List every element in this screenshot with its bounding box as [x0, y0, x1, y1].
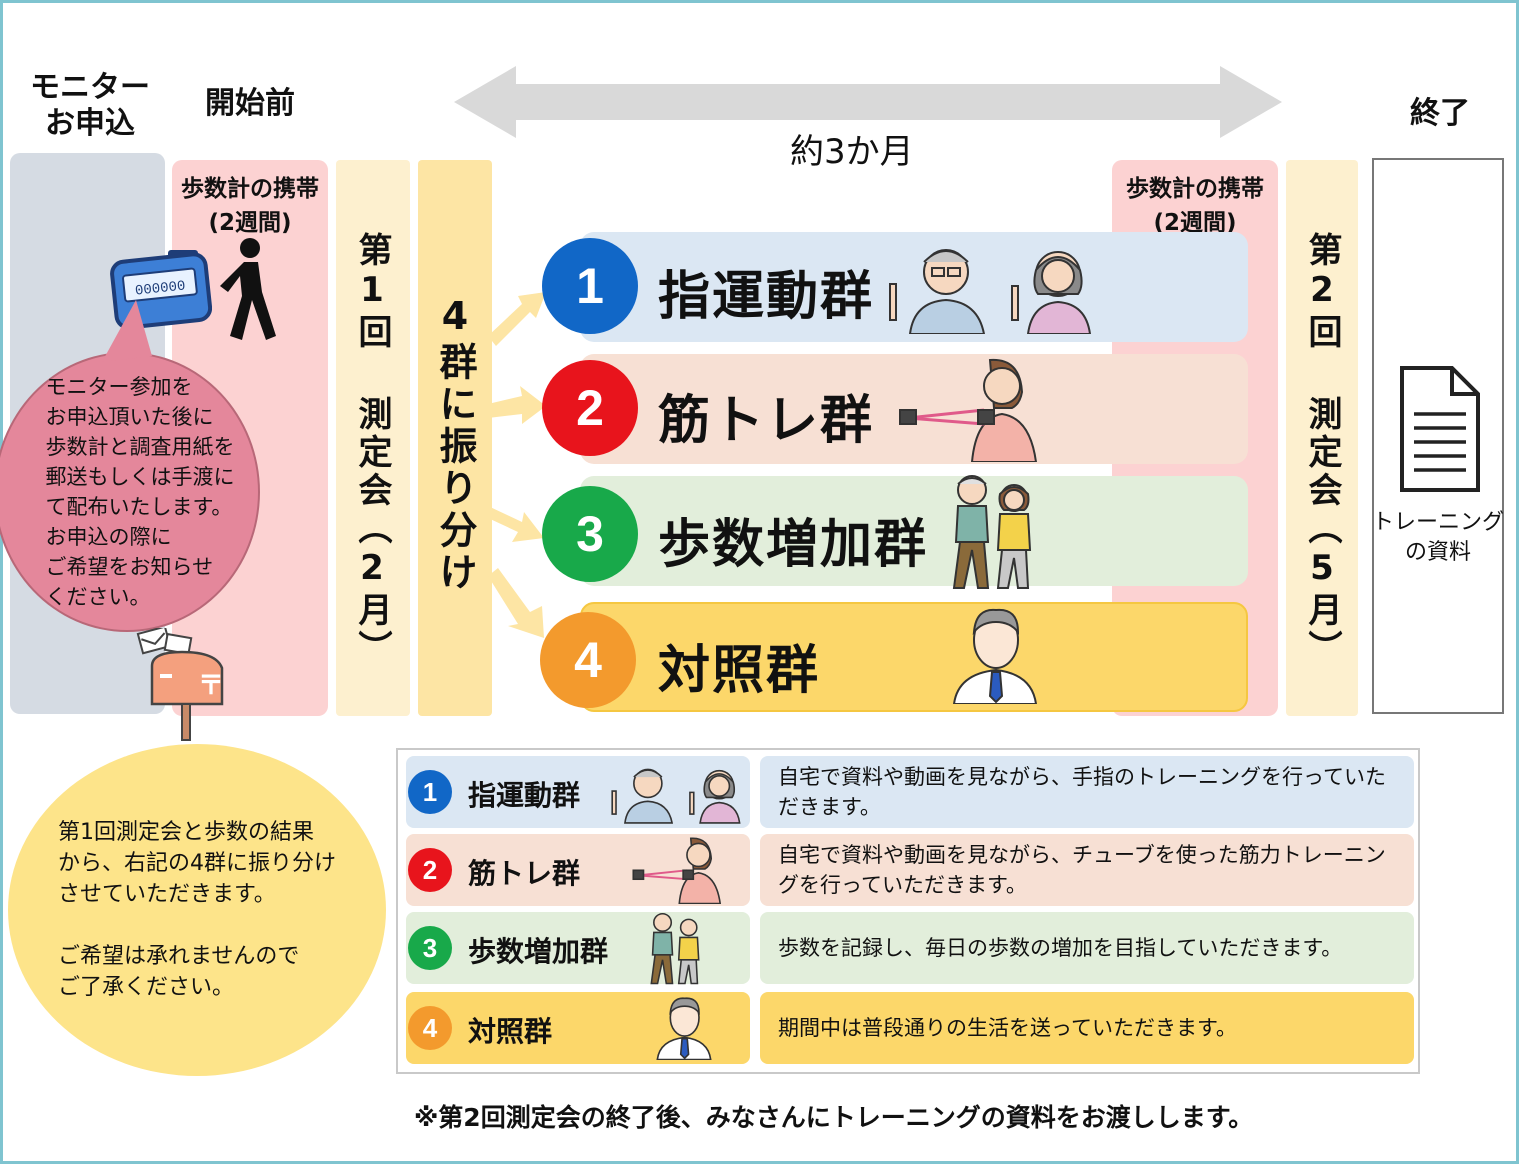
column-assign [418, 160, 492, 716]
legend-name-3: 歩数増加群 [468, 935, 609, 968]
measure-2-label: 第2回 測定会（5月） [1302, 232, 1342, 668]
legend-name-4: 対照群 [468, 1015, 553, 1048]
group-name-3: 歩数増加群 [658, 515, 929, 575]
legend-group-1: 1 指運動群 [406, 756, 750, 828]
monitor-info-bubble: モニター参加を お申込頂いた後に 歩数計と調査用紙を 郵送もしくは手渡に て配布… [0, 352, 260, 632]
legend-desc-text-1: 自宅で資料や動画を見ながら、手指のトレーニングを行っていただきます。 [778, 765, 1386, 819]
legend-group-2: 2 筋トレ群 [406, 834, 750, 906]
legend-number-2: 2 [408, 848, 452, 892]
walking-couple-small-icon [650, 912, 700, 985]
legend-group-3: 3 歩数増加群 [406, 912, 750, 985]
walking-person-icon [220, 238, 276, 340]
finger-exercise-people-icon [889, 249, 1092, 334]
control-group-man-icon [952, 608, 1038, 704]
group-number-4: 4 [540, 612, 636, 708]
group-name-2: 筋トレ群 [658, 391, 875, 451]
legend-row-1: 1 指運動群 自宅で資料や動画を見ながら、手指のトレーニングを行っていただきます… [406, 756, 1414, 828]
legend-group-4: 4 対照群 [406, 992, 750, 1064]
footer-note: ※第2回測定会の終了後、みなさんにトレーニングの資料をお渡しします。 [414, 1103, 1254, 1132]
header-before-start: 開始前 [205, 86, 295, 121]
column-measure-2 [1286, 160, 1358, 716]
measure-1-label: 第1回 測定会（2月） [352, 232, 392, 668]
document-icon [1400, 366, 1480, 492]
group-description-table: 1 指運動群 自宅で資料や動画を見ながら、手指のトレーニングを行っていただきます… [396, 748, 1420, 1074]
group-bar-4 [580, 602, 1248, 712]
group-number-1: 1 [542, 238, 638, 334]
assignment-info-bubble: 第1回測定会と歩数の結果 から、右記の4群に振り分け させていただきます。 ご希… [8, 744, 386, 1076]
legend-desc-text-3: 歩数を記録し、毎日の歩数の増加を目指していただきます。 [778, 936, 1343, 960]
end-material-label: トレーニング の資料 [1372, 510, 1505, 565]
legend-row-2: 2 筋トレ群 自宅で資料や動画を見ながら、チューブを使った筋力トレーニングを行っ… [406, 834, 1414, 906]
legend-desc-text-2: 自宅で資料や動画を見ながら、チューブを使った筋力トレーニングを行っていただきます… [778, 843, 1386, 897]
assign-arrows [488, 292, 546, 638]
legend-number-4: 4 [408, 1006, 452, 1050]
header-monitor: モニター お申込 [30, 70, 150, 141]
finger-exercise-people-small-icon [611, 768, 741, 824]
legend-name-2: 筋トレ群 [468, 857, 581, 890]
period-double-arrow [454, 66, 1282, 138]
group-number-3: 3 [542, 486, 638, 582]
header-end: 終了 [1410, 96, 1470, 131]
walking-couple-icon [952, 475, 1032, 589]
column-measure-1 [336, 160, 410, 716]
pedometer-display-text: 000000 [134, 278, 186, 299]
legend-desc-1: 自宅で資料や動画を見ながら、手指のトレーニングを行っていただきます。 [760, 756, 1414, 828]
resistance-tube-woman-icon [899, 358, 1038, 462]
resistance-tube-woman-small-icon [632, 837, 722, 904]
legend-number-3: 3 [408, 926, 452, 970]
legend-row-4: 4 対照群 期間中は普段通りの生活を送っていただきます。 [406, 992, 1414, 1064]
bubble-tail [102, 300, 152, 362]
control-group-man-small-icon [656, 997, 712, 1060]
legend-desc-3: 歩数を記録し、毎日の歩数の増加を目指していただきます。 [760, 912, 1414, 984]
group-name-1: 指運動群 [658, 267, 875, 327]
group-name-4: 対照群 [658, 641, 821, 701]
group-bar-3 [580, 476, 1248, 586]
pedometer-label-after: 歩数計の携帯 (2週間) [1126, 176, 1264, 236]
legend-desc-text-4: 期間中は普段通りの生活を送っていただきます。 [778, 1016, 1237, 1040]
pedometer-label-before: 歩数計の携帯 (2週間) [181, 176, 319, 236]
group-number-2: 2 [542, 360, 638, 456]
legend-row-3: 3 歩数増加群 歩数を記録し、毎日の歩数の増加を目指していただきます。 [406, 912, 1414, 985]
period-label: 約3か月 [790, 132, 914, 172]
mailbox-icon: 〒 [136, 628, 224, 741]
assign-label: 4群に振り分け [433, 294, 477, 594]
svg-text:〒: 〒 [198, 671, 224, 701]
legend-desc-2: 自宅で資料や動画を見ながら、チューブを使った筋力トレーニングを行っていただきます… [760, 834, 1414, 906]
legend-name-1: 指運動群 [468, 779, 581, 812]
legend-desc-4: 期間中は普段通りの生活を送っていただきます。 [760, 992, 1414, 1064]
legend-number-1: 1 [408, 770, 452, 814]
